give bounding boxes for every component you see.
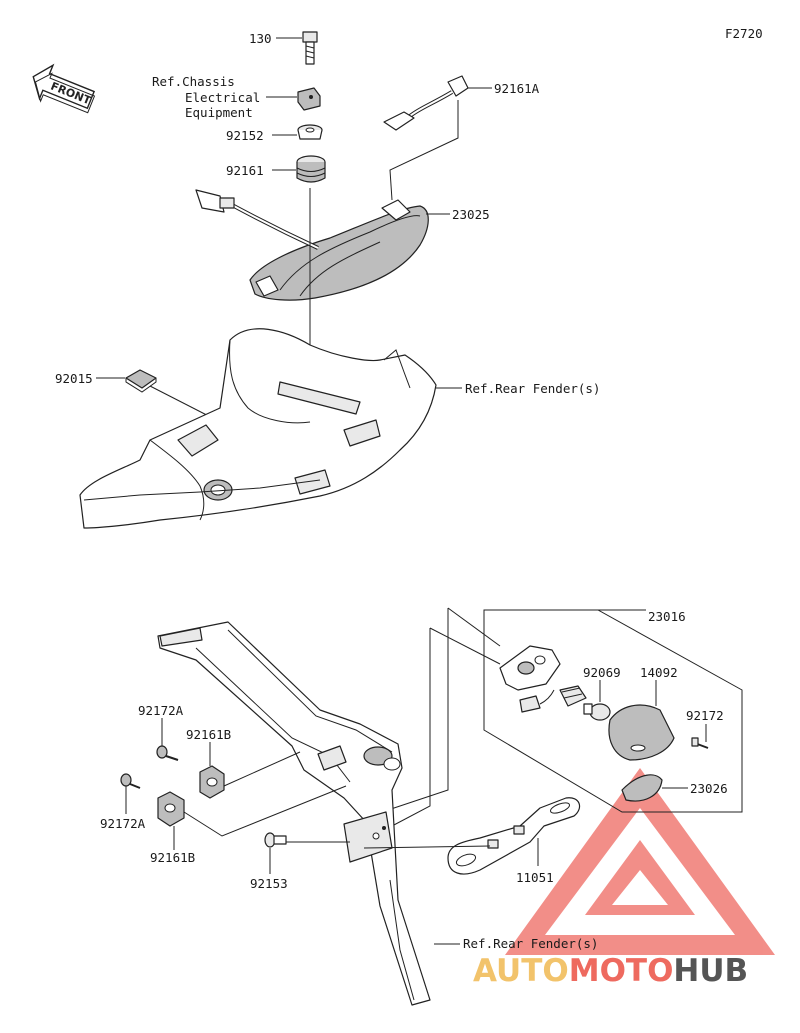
lens-14092 [608,704,675,761]
bolt-92153 [264,832,287,848]
label-92161a: 92161A [494,81,540,96]
label-92161: 92161 [226,163,264,178]
label-92172a-bottom: 92172A [100,816,146,831]
label-92161b-top: 92161B [186,727,231,742]
bulb-92069 [583,703,611,721]
watermark-auto: AUTO [473,953,569,989]
svg-text:AUTOMOTOHUB: AUTOMOTOHUB [473,953,748,989]
label-ref-chassis-1: Ref.Chassis [152,74,235,89]
screw-92172a-bottom [120,773,141,789]
label-92069: 92069 [583,665,621,680]
label-92015: 92015 [55,371,93,386]
label-92161b-bottom: 92161B [150,850,195,865]
label-92152: 92152 [226,128,264,143]
label-23016: 23016 [648,609,686,624]
grommet-92161 [296,155,326,183]
label-130: 130 [249,31,272,46]
label-ref-rear-fender-top: Ref.Rear Fender(s) [465,381,600,396]
label-92153: 92153 [250,876,288,891]
label-23025: 23025 [452,207,490,222]
label-ref-chassis-2: Electrical [185,90,260,105]
label-14092: 14092 [640,665,678,680]
label-92172: 92172 [686,708,724,723]
seal-23026 [621,774,663,802]
bulb-socket [559,685,587,707]
rear-fender-upper [79,328,437,529]
plate-11051 [447,797,581,875]
license-lamp-base [499,645,561,713]
grommet-92161b-bottom [157,791,185,827]
screw-92172 [691,737,709,749]
harness-92161a [383,75,469,131]
tail-lamp-23025 [249,199,429,301]
label-11051: 11051 [516,870,554,885]
grommet-92161b-top [199,765,225,799]
lamp-harness-connector [195,189,319,250]
bolt-130 [302,31,318,65]
label-ref-chassis-3: Equipment [185,105,253,120]
label-92172a-top: 92172A [138,703,184,718]
collar-92152 [297,124,323,140]
watermark-hub: HUB [673,953,748,989]
screw-92172a-top [156,745,179,761]
watermark-moto: MOTO [569,953,674,989]
label-ref-rear-fender-bottom: Ref.Rear Fender(s) [463,936,598,951]
label-23026: 23026 [690,781,728,796]
clip-nut [297,87,321,111]
watermark-logo-text: AUTOMOTOHUB [473,953,748,989]
bracket-arm [157,621,431,1006]
watermark-logo-triangle [505,768,775,955]
front-arrow-badge: FRONT [32,63,96,114]
figure-code: F2720 [725,26,763,41]
pad-92015 [125,369,157,393]
